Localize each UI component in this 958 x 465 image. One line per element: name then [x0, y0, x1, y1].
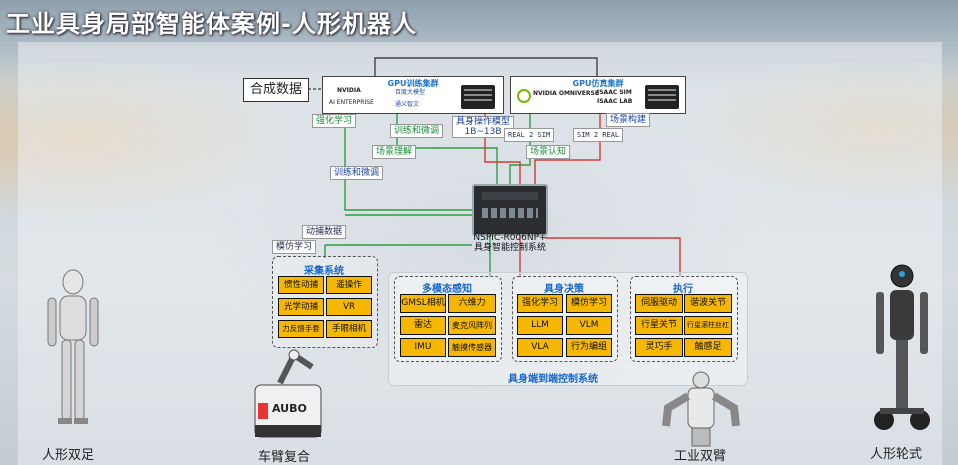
perception-item: GMSL相机 [400, 294, 446, 313]
isaac-lab-label: ISAAC LAB [597, 98, 633, 105]
imitation-line [324, 244, 472, 258]
embodied-model-text: 具身操作模型 [456, 117, 511, 127]
collect-item: 力反馈手套 [278, 320, 324, 338]
perception-title: 多模态感知 [422, 284, 472, 295]
decision-item: LLM [517, 316, 563, 335]
rl-label: 强化学习 [312, 114, 357, 128]
isaac-sim-label: ISAAC SIM [597, 89, 632, 96]
model-size-text: 1B~13B [464, 127, 502, 137]
decision-title: 具身决策 [544, 284, 584, 295]
controller-device-image [472, 184, 548, 236]
decision-item: 行为编组 [566, 338, 612, 357]
gpu-sim-title: GPU仿真集群 [572, 79, 624, 88]
execute-item: 触感足 [684, 338, 732, 357]
omniverse-label: NVIDIA OMNIVERSE [533, 90, 599, 97]
real2sim-label: REAL 2 SIM [504, 128, 555, 142]
sim2real-label: SIM 2 REAL [573, 128, 624, 142]
page-title: 工业具身局部智能体案例-人形机器人 [6, 10, 417, 38]
collect-title: 采集系统 [304, 266, 344, 277]
device-name: NSPIC-R006NP+ [473, 233, 547, 243]
server-icon [461, 85, 495, 109]
controller-device-caption: NSPIC-R006NP+ 具身智能控制系统 [468, 233, 552, 253]
execute-item: 行星关节 [635, 316, 683, 335]
aubo-logo: AUBO [272, 402, 307, 415]
mocap-data-label: 动捕数据 [302, 225, 347, 239]
execute-title: 执行 [673, 284, 693, 295]
perception-item: 触摸传感器 [448, 338, 496, 357]
tongyi-label: 通义智文 [395, 101, 420, 108]
perception-item: 雷达 [400, 316, 446, 335]
nvidia-logo: NVIDIA [337, 87, 361, 94]
execute-item: 谐波关节 [684, 294, 732, 313]
decision-item: VLA [517, 338, 563, 357]
collect-item: 手眼相机 [326, 320, 372, 338]
perception-item: IMU [400, 338, 446, 357]
dual-arm-robot-image [662, 371, 740, 447]
scene-understand-label: 场景理解 [372, 145, 417, 159]
execute-item: 行星滚柱丝杠 [684, 316, 732, 335]
end-to-end-label: 具身端到端控制系统 [508, 374, 598, 385]
robot-caption-dual-arm: 工业双臂 [674, 449, 727, 464]
collect-item: VR [326, 298, 372, 316]
train-tune-label-2: 训练和微调 [330, 166, 384, 180]
robot-caption-biped: 人形双足 [42, 448, 95, 463]
omniverse-icon [517, 89, 531, 103]
decision-item: 模仿学习 [566, 294, 612, 313]
gpu-training-cluster: GPU训练集群 NVIDIA AI ENTERPRISE 百度大模型 通义智文 [322, 76, 504, 114]
execute-item: 伺服驱动 [635, 294, 683, 313]
scene-recog-label: 场景认知 [526, 145, 571, 159]
scene-build-label: 场景构建 [606, 113, 651, 127]
wheeled-humanoid-image [874, 264, 930, 430]
baidu-model-label: 百度大模型 [395, 89, 426, 96]
perception-item: 六维力 [448, 294, 496, 313]
server-icon [645, 85, 679, 109]
collect-item: 惯性动捕 [278, 276, 324, 294]
cluster-link-line [374, 57, 598, 76]
robot-caption-mobile-arm: 车臂复合 [258, 450, 311, 465]
gpu-training-title: GPU训练集群 [387, 79, 439, 88]
robot-caption-wheeled: 人形轮式 [870, 447, 923, 462]
embodied-model-label: 具身操作模型 1B~13B [452, 116, 515, 138]
perception-item: 麦克风阵列 [448, 316, 496, 335]
mobile-manipulator-image [254, 349, 322, 438]
execute-item: 灵巧手 [635, 338, 683, 357]
device-execute-line [545, 237, 681, 276]
imitation-label: 模仿学习 [272, 240, 317, 254]
synthetic-data-box: 合成数据 [243, 78, 309, 102]
collect-item: 光学动捕 [278, 298, 324, 316]
train-tune-label: 训练和微调 [390, 124, 444, 138]
decision-item: 强化学习 [517, 294, 563, 313]
device-subtitle: 具身智能控制系统 [473, 243, 546, 253]
gpu-sim-cluster: GPU仿真集群 NVIDIA OMNIVERSE ISAAC SIM ISAAC… [510, 76, 686, 114]
collect-item: 遥操作 [326, 276, 372, 294]
rl-line [344, 112, 472, 211]
decision-item: VLM [566, 316, 612, 335]
ai-enterprise-label: AI ENTERPRISE [329, 99, 374, 106]
biped-humanoid-image [47, 269, 99, 424]
